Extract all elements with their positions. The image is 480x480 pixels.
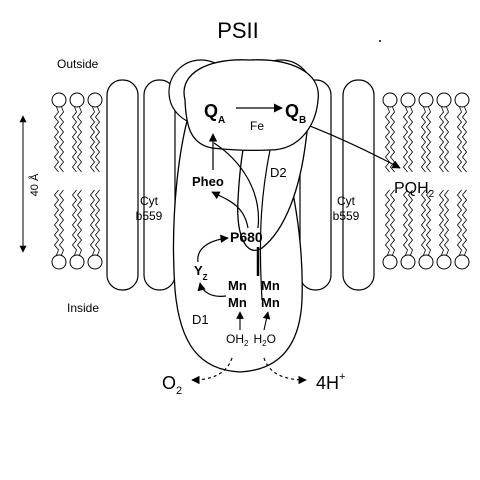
outside-label: Outside	[57, 57, 99, 71]
lipid-head	[51, 254, 67, 270]
lipid-tail	[420, 189, 427, 256]
lipid-tail	[94, 106, 101, 173]
p680-pheo-arrow	[211, 191, 249, 229]
mn-label-2: Mn	[261, 278, 280, 293]
lipid-tail	[94, 189, 101, 256]
lipid-tail	[438, 106, 445, 173]
lipid-tail	[71, 189, 78, 256]
mn-yz-arrow	[197, 282, 227, 297]
cyt-left-line2: b559	[136, 209, 163, 223]
lipid-tail	[384, 106, 391, 173]
lipid-head	[382, 254, 398, 270]
lipid-tail	[76, 106, 83, 173]
lipid-head	[69, 254, 85, 270]
lipid-head	[418, 254, 434, 270]
lipid-tail	[443, 189, 450, 256]
lipid-tail	[407, 106, 414, 173]
lipid-tail	[461, 106, 468, 173]
lipid-tail	[389, 189, 396, 256]
protons-label: 4H+	[316, 371, 345, 393]
lipid-head	[87, 254, 103, 270]
d1-d2-boundary	[259, 149, 271, 301]
cyt-b559-left	[106, 79, 176, 291]
pqh2-label: PQH2	[394, 180, 435, 200]
lipid-tail	[443, 106, 450, 173]
lipid-tail	[402, 189, 409, 256]
lipid-head	[400, 254, 416, 270]
lipid-tail	[89, 106, 96, 173]
lipid-tail	[438, 189, 445, 256]
upper-cap	[183, 59, 319, 152]
cyt-b559-right	[299, 79, 375, 291]
lipid-head	[87, 92, 103, 108]
d2-label: D2	[270, 165, 287, 180]
yz-p680-arrow	[197, 234, 229, 263]
mn-label-3: Mn	[228, 295, 247, 310]
p680-label: P680	[230, 229, 263, 245]
o2-label: O2	[162, 373, 182, 397]
lipid-tail	[71, 106, 78, 173]
lipid-head	[454, 92, 470, 108]
inside-label: Inside	[67, 301, 99, 315]
mn-label-1: Mn	[228, 278, 247, 293]
yz-label: YZ	[194, 263, 208, 282]
qb-label: QB	[285, 101, 306, 126]
lipid-head	[51, 92, 67, 108]
d1-label: D1	[192, 312, 209, 327]
lipid-head	[436, 254, 452, 270]
mn-label-4: Mn	[261, 295, 280, 310]
qa-label: QA	[204, 101, 225, 126]
lipid-tail	[53, 106, 60, 173]
lipid-tail	[58, 106, 65, 173]
thickness-label: 40 Å	[28, 173, 41, 196]
cyt-right-line1: Cyt	[337, 194, 356, 208]
lipid-tail	[456, 106, 463, 173]
pheo-label: Pheo	[192, 174, 224, 189]
o2-dashed-arrow	[191, 357, 233, 385]
lipid-tail	[389, 106, 396, 173]
lipid-tail	[456, 189, 463, 256]
p680-qa-pathway	[213, 142, 260, 229]
fe-label: Fe	[250, 119, 264, 133]
lipid-tail	[89, 189, 96, 256]
stray-dot	[379, 40, 381, 42]
lipid-tail	[420, 106, 427, 173]
lipid-head	[69, 92, 85, 108]
lipid-tail	[402, 106, 409, 173]
lipid-head	[382, 92, 398, 108]
lipid-tail	[407, 189, 414, 256]
protons-dashed-arrow	[263, 357, 307, 385]
lipid-tail	[461, 189, 468, 256]
lipid-tail	[425, 189, 432, 256]
lipid-bilayer-right	[382, 92, 470, 270]
lipid-tail	[53, 189, 60, 256]
lipid-tail	[384, 189, 391, 256]
cyt-left-line1: Cyt	[140, 194, 159, 208]
lipid-head	[418, 92, 434, 108]
lipid-head	[400, 92, 416, 108]
qb-pqh2-arrow	[309, 125, 401, 169]
lipid-tail	[76, 189, 83, 256]
lipid-bilayer-left	[51, 92, 103, 270]
cyt-right-line2: b559	[333, 209, 360, 223]
lipid-tail	[425, 106, 432, 173]
diagram-title: PSII	[217, 18, 259, 43]
lipid-head	[454, 254, 470, 270]
water-mn-arrow-right	[262, 311, 271, 331]
lipid-tail	[58, 189, 65, 256]
lipid-head	[436, 92, 452, 108]
